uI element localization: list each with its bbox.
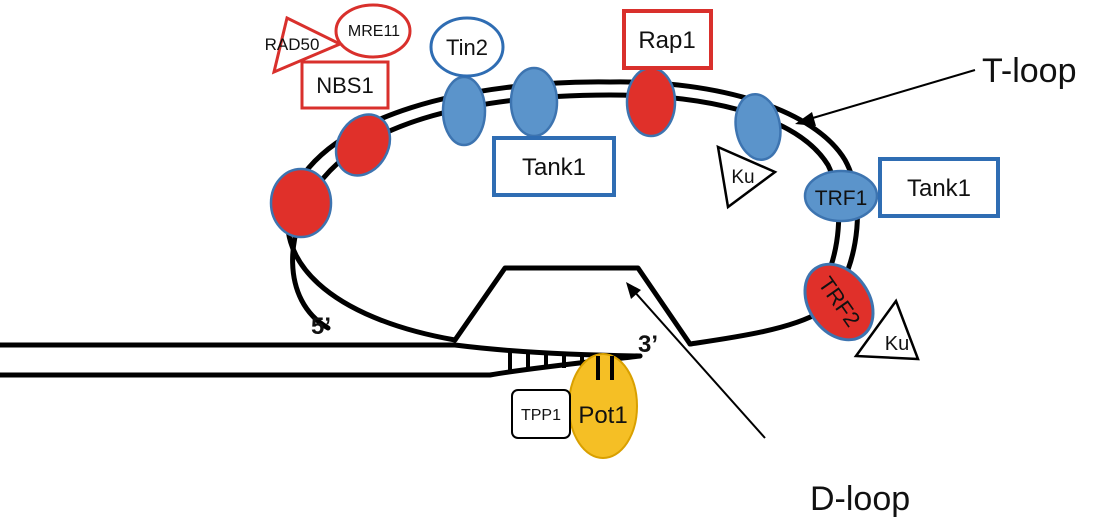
rap1-box: Rap1 — [622, 9, 713, 70]
five-prime-label: 5’ — [311, 313, 331, 340]
tin2-label: Tin2 — [446, 35, 488, 60]
mre11-label: MRE11 — [348, 23, 400, 40]
single-strand-pairing — [452, 342, 643, 359]
trf1-label: TRF1 — [815, 187, 868, 210]
t-loop-label: T-loop — [982, 52, 1077, 90]
duplex-bottom-strand — [0, 353, 643, 378]
pot1-label: Pot1 — [578, 402, 627, 429]
d-loop-strand — [452, 265, 693, 347]
tank1-right-label: Tank1 — [907, 175, 971, 202]
trf2-protein: TRF2 — [803, 262, 875, 342]
ku-top-label: Ku — [731, 167, 754, 188]
tpp1-protein: TPP1 — [511, 389, 571, 439]
d-loop-arrow — [626, 282, 766, 439]
d-loop-label: D-loop — [810, 480, 910, 518]
tin2-protein: Tin2 — [429, 16, 505, 78]
ku-bottom-protein: Ku — [853, 298, 920, 361]
three-prime-label: 3’ — [638, 331, 658, 358]
tank1-right-box: Tank1 — [878, 157, 1000, 218]
tank1-top-box: Tank1 — [492, 136, 616, 197]
pot1-protein: Pot1 — [568, 353, 638, 459]
protein-red-ellipse-1 — [269, 167, 333, 239]
nbs1-label: NBS1 — [316, 73, 373, 98]
protein-red-ellipse-2 — [334, 113, 392, 177]
protein-blue-ellipse-ku — [734, 93, 782, 161]
nbs1-box: NBS1 — [300, 60, 390, 110]
t-loop-arrow — [795, 69, 976, 126]
mre11-protein: MRE11 — [334, 3, 412, 59]
dna-t-loop — [0, 79, 860, 378]
tank1-top-label: Tank1 — [522, 154, 586, 181]
protein-red-ellipse-rap1 — [625, 66, 677, 138]
ku-bottom-label: Ku — [885, 333, 909, 355]
protein-blue-ellipse-tank1 — [509, 66, 559, 138]
rad50-protein: RAD50 — [265, 15, 344, 75]
trf1-protein: TRF1 — [803, 169, 879, 223]
rap1-label: Rap1 — [638, 27, 695, 54]
protein-blue-ellipse-tin2 — [441, 75, 487, 147]
tpp1-label: TPP1 — [521, 407, 561, 424]
ku-top-protein: Ku — [716, 144, 778, 210]
rad50-label: RAD50 — [265, 35, 320, 54]
